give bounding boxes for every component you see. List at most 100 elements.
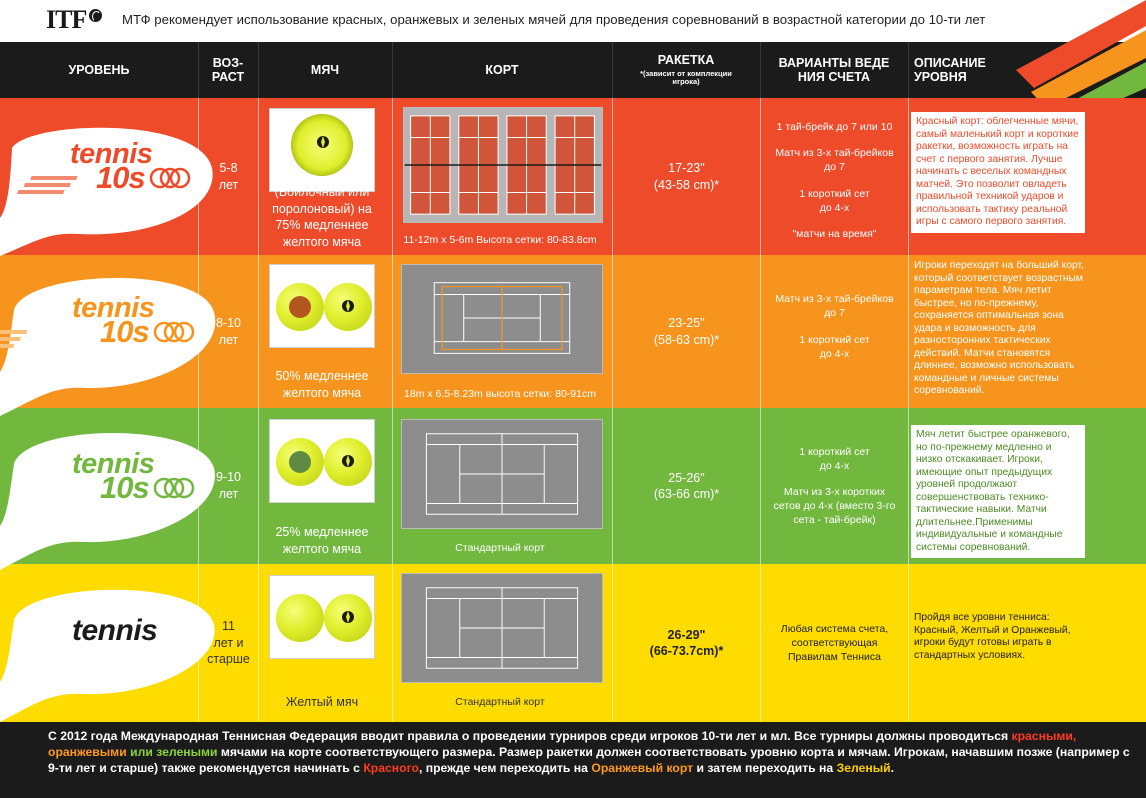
play-stay-logo-icon xyxy=(342,455,354,467)
tens-logo: 10s xyxy=(96,160,146,196)
ball-cell: 25% медленнее желтого мяча xyxy=(258,408,392,564)
court-cell: 18m x 6.5-8.23m высота сетки: 80-91cm xyxy=(392,255,612,408)
header-age: ВОЗ- РАСТ xyxy=(198,42,258,98)
racket-cell: 25-26" (63-66 cm)* xyxy=(612,408,760,564)
header-level-label: УРОВЕНЬ xyxy=(68,62,130,77)
scoring-option: Матч из 3-х тай-брейков до 7 xyxy=(775,293,894,320)
scoring-option: 1 тай-брейк до 7 или 10 xyxy=(776,120,893,133)
itf-logo-text: ITF xyxy=(46,5,87,34)
court-caption: Стандартный корт xyxy=(455,542,545,554)
tens-logo: 10s xyxy=(100,470,150,506)
header-racket: РАКЕТКА *(зависит от комплекции игрока) xyxy=(612,42,760,98)
ball-cell: (Войлочный или поролоновый) на 75% медле… xyxy=(258,98,392,255)
court-cell: Стандартный корт xyxy=(392,564,612,722)
standard-court-diagram xyxy=(401,419,603,529)
header-ball: МЯЧ xyxy=(258,42,392,98)
footer-note: С 2012 года Международная Теннисная Феде… xyxy=(0,722,1146,798)
scoring-options: Любая система счета, соответствующая Пра… xyxy=(781,622,888,665)
header-racket-label: РАКЕТКА xyxy=(657,53,715,68)
footer-orange-balls: оранжевыми xyxy=(48,745,127,760)
tennis-logo-word: tennis xyxy=(72,292,155,325)
scoring-options: 1 короткий сет до 4-х Матч из 3-х коротк… xyxy=(774,445,896,528)
scoring-cell: Матч из 3-х тай-брейков до 7 1 короткий … xyxy=(760,255,908,408)
row-yellow: 11 лет и старше Желтый мяч Стандартный к… xyxy=(0,564,1146,722)
orange-dot-icon xyxy=(289,296,311,318)
footer-text: и затем переходить на xyxy=(693,761,837,776)
description-cell: Пройдя все уровни тенниса: Красный, Желт… xyxy=(908,564,1086,722)
level-description: Красный корт: облегченные мячи, самый ма… xyxy=(911,112,1085,233)
itf-logo: ITF xyxy=(46,5,103,34)
racket-size: 23-25" (58-63 cm)* xyxy=(653,316,720,347)
red-court-diagram xyxy=(403,107,603,223)
play-stay-logo-icon xyxy=(317,136,329,148)
ball-caption: Желтый мяч xyxy=(285,695,359,709)
play-stay-logo-icon xyxy=(342,611,354,623)
court-caption: 18m x 6.5-8.23m высота сетки: 80-91cm xyxy=(404,388,596,400)
scoring-option: 1 короткий сет до 4-х xyxy=(799,445,870,472)
court-caption: 11-12m x 5-6m Высота сетки: 80-83.8cm xyxy=(403,234,597,246)
tennis-logo-text: tennis xyxy=(72,292,155,324)
court-cell: 11-12m x 5-6m Высота сетки: 80-83.8cm xyxy=(392,98,612,255)
scoring-options: 1 тай-брейк до 7 или 10 Матч из 3-х тай-… xyxy=(775,120,893,241)
play-stay-logo-icon xyxy=(342,300,354,312)
header-court: КОРТ xyxy=(392,42,612,98)
ball-caption: 50% медленнее желтого мяча xyxy=(275,369,369,400)
tens-logo: 10s xyxy=(100,314,150,350)
footer-text: мячами на корте соответствующего размера… xyxy=(48,745,1130,776)
court-caption: Стандартный корт xyxy=(455,696,545,708)
ball-photo xyxy=(269,575,375,659)
ball-caption: (Войлочный или поролоновый) на 75% медле… xyxy=(272,185,372,249)
ball-caption: 25% медленнее желтого мяча xyxy=(275,525,369,556)
tennis-logo-text: tennis xyxy=(72,448,155,480)
level-description: Пройдя все уровни тенниса: Красный, Желт… xyxy=(914,612,1071,661)
footer-red-word: Красного xyxy=(363,761,419,776)
tens-logo-text: 10s xyxy=(100,314,150,349)
description-cell: Красный корт: облегченные мячи, самый ма… xyxy=(908,98,1086,255)
racket-size: 26-29" (66-73.7cm)* xyxy=(649,627,724,658)
tennis-logo-word: tennis xyxy=(72,614,158,648)
level-description: Мяч летит быстрее оранжевого, но по-преж… xyxy=(911,425,1085,559)
ball-cell: 50% медленнее желтого мяча xyxy=(258,255,392,408)
footer-green-word: Зеленый xyxy=(836,761,891,776)
description-cell: Мяч летит быстрее оранжевого, но по-преж… xyxy=(908,408,1086,564)
tennis-ball-icon xyxy=(89,8,103,22)
scoring-option: 1 короткий сет до 4-х xyxy=(799,333,870,360)
age-label: 11 лет и старше xyxy=(207,618,250,667)
header-age-label: ВОЗ- РАСТ xyxy=(211,55,245,84)
level-logo-bubbles xyxy=(0,127,216,722)
footer-text: , прежде чем переходить на xyxy=(418,761,592,776)
scoring-cell: Любая система счета, соответствующая Пра… xyxy=(760,564,908,722)
page-title: МТФ рекомендует использование красных, о… xyxy=(122,12,986,27)
table-header xyxy=(0,42,1146,98)
footer-text: С 2012 года Международная Теннисная Феде… xyxy=(48,729,1012,743)
row-red: 5-8 лет (Войлочный или поролоновый) на 7… xyxy=(0,98,1146,255)
level-description: Игроки переходят на больший корт, которы… xyxy=(914,260,1084,397)
tens-logo-text: 10s xyxy=(100,470,150,505)
racket-cell: 17-23" (43-58 cm)* xyxy=(612,98,760,255)
ball-cell: Желтый мяч xyxy=(258,564,392,722)
orange-court-diagram xyxy=(401,264,603,374)
header-scoring: ВАРИАНТЫ ВЕДЕ НИЯ СЧЕТА xyxy=(760,42,908,98)
header-ball-label: МЯЧ xyxy=(310,62,340,77)
tennis-logo-text: tennis xyxy=(72,614,158,647)
age-label: 5-8 лет xyxy=(218,160,239,192)
scoring-options: Матч из 3-х тай-брейков до 7 1 короткий … xyxy=(775,292,893,361)
ball-photo xyxy=(269,264,375,348)
racket-size: 25-26" (63-66 cm)* xyxy=(653,470,720,501)
scoring-option: 1 короткий сет до 4-х xyxy=(799,187,870,214)
ball-photo xyxy=(269,419,375,503)
tennis-logo-text: tennis xyxy=(70,138,153,170)
standard-court-diagram xyxy=(401,573,603,683)
header-description: ОПИСАНИЕ УРОВНЯ xyxy=(908,42,1018,98)
scoring-option: Матч из 3-х коротких сетов до 4-х (вмест… xyxy=(773,485,896,527)
header-racket-note: *(зависит от комплекции игрока) xyxy=(640,68,732,87)
header-scoring-label: ВАРИАНТЫ ВЕДЕ НИЯ СЧЕТА xyxy=(778,55,890,84)
scoring-option: Любая система счета, соответствующая Пра… xyxy=(780,622,889,664)
racket-cell: 23-25" (58-63 cm)* xyxy=(612,255,760,408)
header-description-label: ОПИСАНИЕ УРОВНЯ xyxy=(914,55,986,84)
tennis-logo-word: tennis xyxy=(70,138,153,171)
age-label: 8-10 лет xyxy=(215,315,242,347)
footer-orange-court: Оранжевый корт xyxy=(591,761,694,776)
footer-red-balls: красными, xyxy=(1011,729,1077,743)
scoring-option: "матчи на время" xyxy=(792,227,877,240)
